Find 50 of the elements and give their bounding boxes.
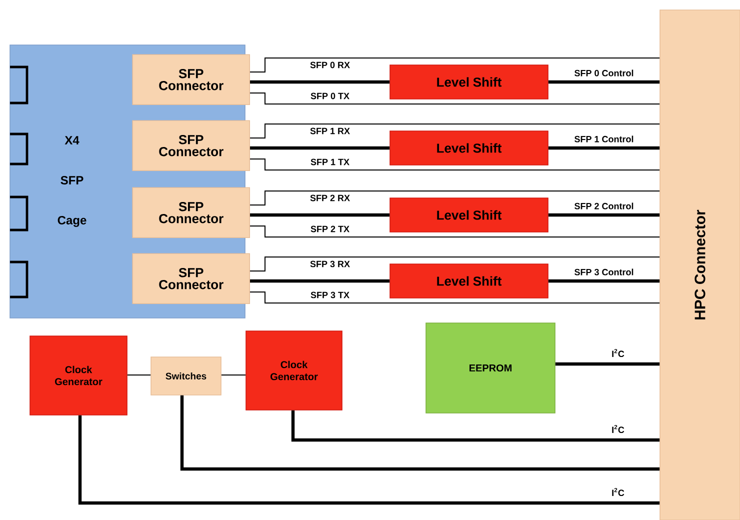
- edge-label: SFP 0 Control: [573, 68, 635, 78]
- generator-box: Clock Generator: [30, 336, 128, 416]
- wire: [250, 190, 660, 206]
- wire: [250, 279, 390, 283]
- memory-box: EEPROM: [426, 322, 556, 414]
- wire: [250, 226, 660, 238]
- connector-box: SFP Connector: [132, 54, 250, 105]
- wire: [250, 124, 660, 138]
- edge-label: SFP 0 RX: [309, 60, 351, 70]
- edge-label: SFP 1 Control: [573, 134, 635, 144]
- edge-label: SFP 1 TX: [310, 158, 350, 166]
- edge-label: SFP 1 RX: [309, 126, 351, 136]
- wire: [291, 410, 660, 442]
- edge-label: SFP 2 RX: [309, 194, 351, 202]
- edge-label: SFP 0 TX: [310, 92, 350, 100]
- generator-box: Clock Generator: [246, 330, 342, 410]
- level-shift-box: Level Shift: [390, 198, 548, 232]
- switch-box: Switches: [150, 356, 222, 396]
- edge-label: SFP 3 TX: [310, 290, 350, 300]
- wire: [180, 395, 660, 471]
- wire: [126, 374, 152, 376]
- wire: [220, 374, 246, 376]
- wire: [548, 279, 660, 283]
- level-shift-box: Level Shift: [390, 64, 548, 100]
- wire: [250, 292, 660, 304]
- edge-label: SFP 2 TX: [310, 224, 350, 234]
- edge-label: I$^{2}$C: [610, 348, 626, 358]
- edge-label: SFP 2 Control: [573, 202, 635, 210]
- wire: [250, 256, 660, 272]
- wire: [555, 362, 660, 366]
- level-shift-box: Level Shift: [390, 264, 548, 298]
- wire: [548, 213, 660, 217]
- level-shift-box: Level Shift: [390, 130, 548, 166]
- wire: [250, 92, 660, 104]
- wire: [250, 158, 660, 170]
- connector-bar: HPC Connector: [660, 10, 740, 520]
- edge-label: SFP 3 RX: [309, 260, 351, 268]
- wire: [250, 146, 390, 150]
- edge-label: SFP 3 Control: [573, 268, 635, 276]
- edge-label: I$^{2}$C: [610, 486, 626, 498]
- wire: [250, 213, 390, 217]
- wire: [548, 80, 660, 84]
- wire: [250, 80, 390, 84]
- connector-box: SFP Connector: [132, 187, 250, 238]
- wire: [548, 146, 660, 150]
- wire: [250, 58, 660, 72]
- wire: [78, 415, 660, 505]
- connector-box: SFP Connector: [132, 253, 250, 304]
- edge-label: I$^{2}$C: [610, 424, 626, 434]
- connector-box: SFP Connector: [132, 120, 250, 171]
